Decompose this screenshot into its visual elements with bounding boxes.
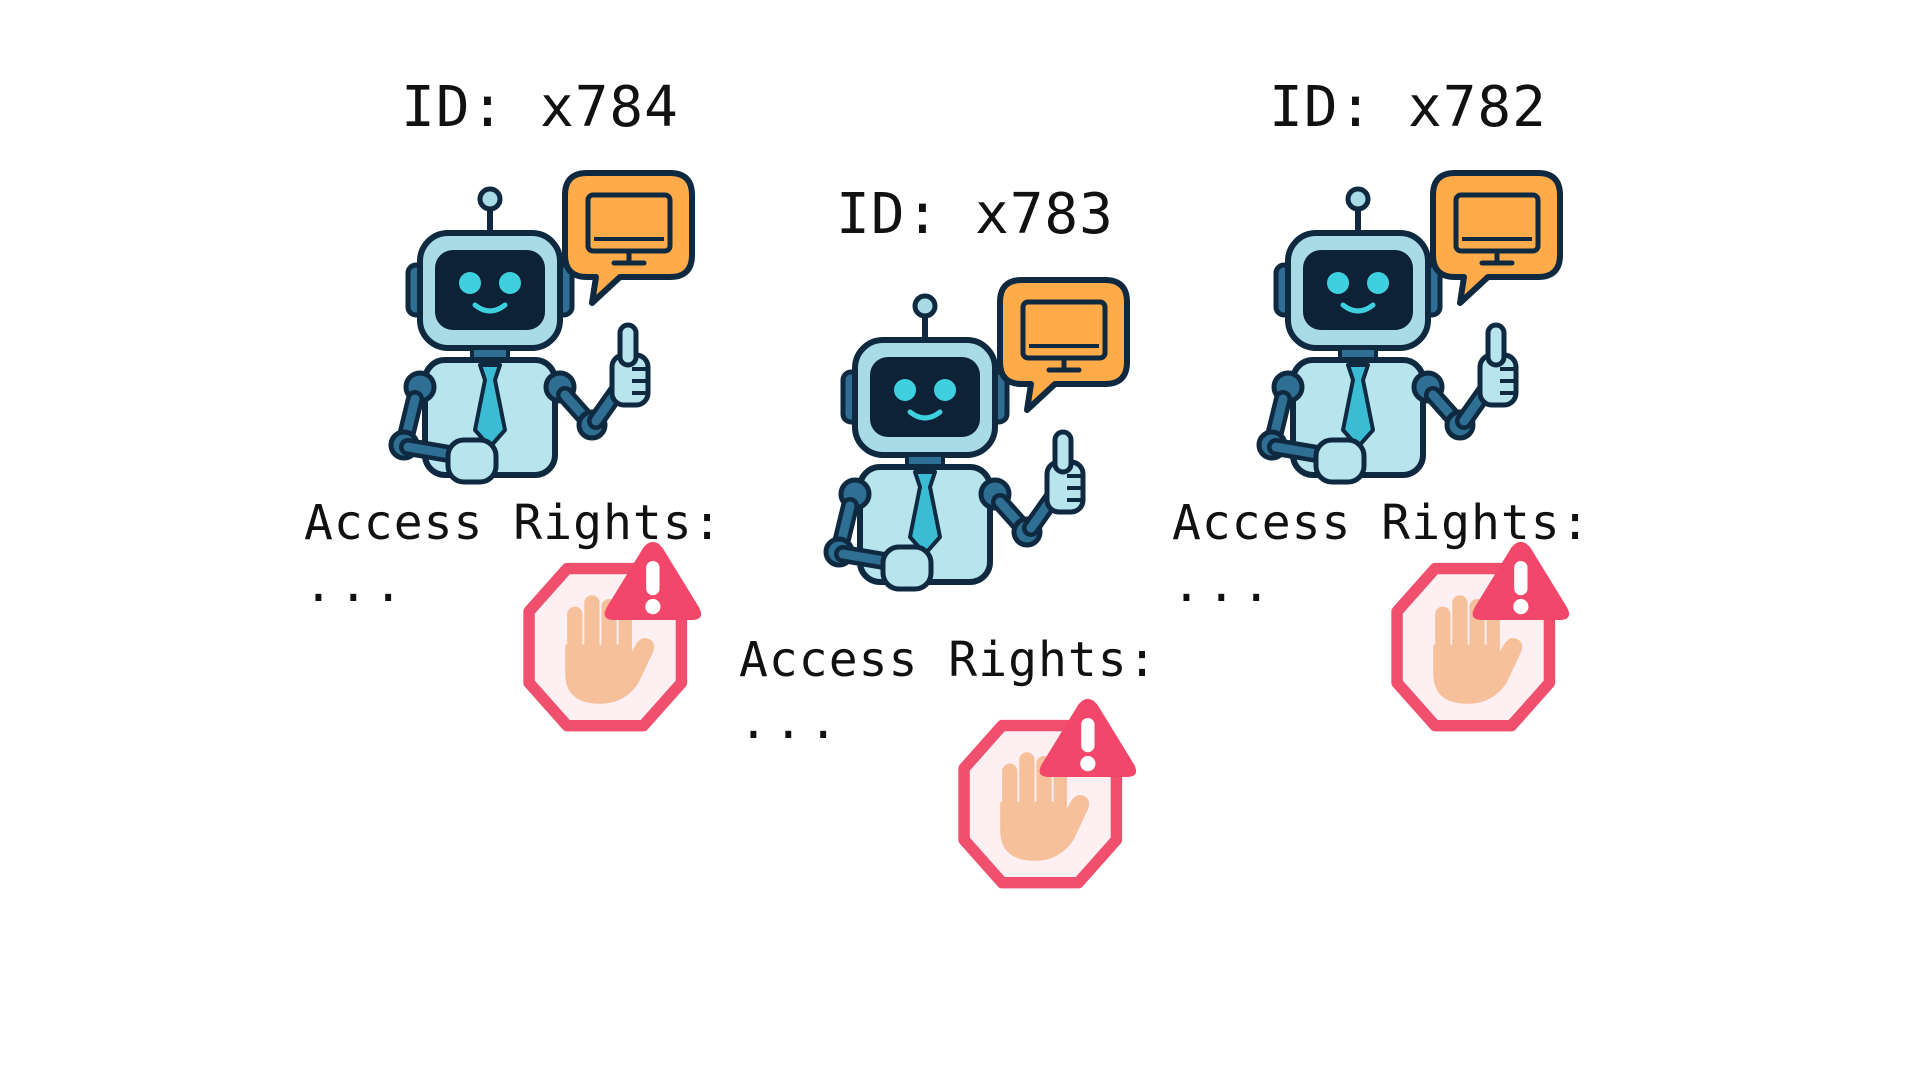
access-rights-label: Access Rights: <box>304 495 723 551</box>
robot-icon <box>360 155 720 495</box>
stop-hand-icon <box>945 697 1145 897</box>
access-rights-value: ... <box>1172 557 1277 613</box>
agent-id: ID: x782 <box>1269 75 1547 140</box>
agent-id: ID: x783 <box>836 182 1114 247</box>
agent-card: ID: x783 Access Rights: ... <box>739 182 1215 842</box>
agent-card: ID: x784 Access Rights: ... <box>304 75 780 735</box>
robot-icon <box>795 262 1155 602</box>
agent-id: ID: x784 <box>401 75 679 140</box>
access-rights-label: Access Rights: <box>739 632 1158 688</box>
access-rights-value: ... <box>304 557 409 613</box>
access-rights-value: ... <box>739 694 844 750</box>
stop-hand-icon <box>1378 540 1578 740</box>
agent-card: ID: x782 Access Rights: ... <box>1172 75 1648 735</box>
access-rights-label: Access Rights: <box>1172 495 1591 551</box>
stop-hand-icon <box>510 540 710 740</box>
robot-icon <box>1228 155 1588 495</box>
